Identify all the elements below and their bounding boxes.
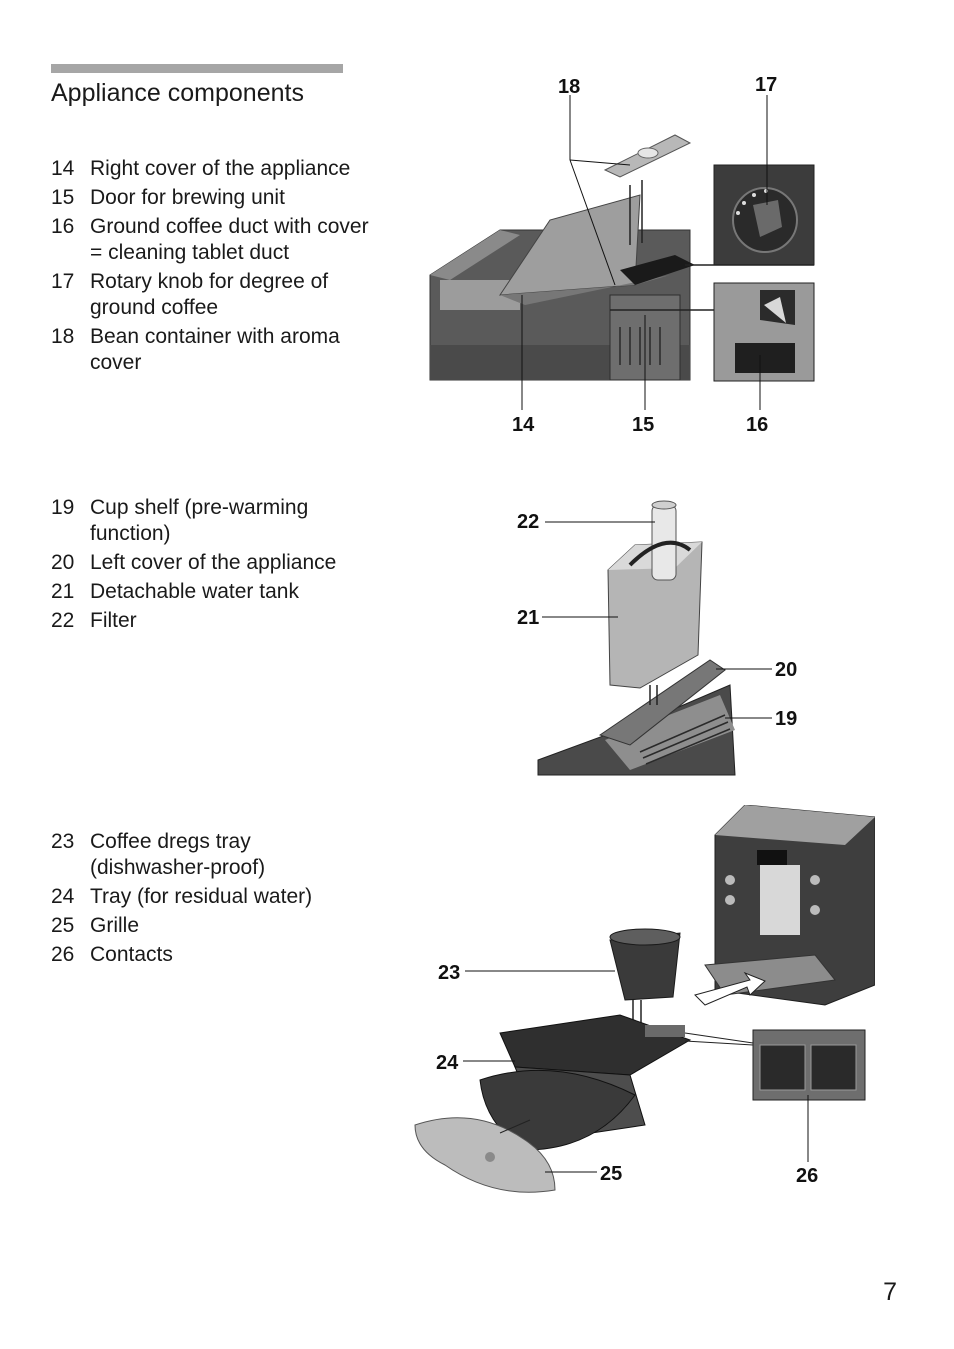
list-item: 22 Filter [51,608,371,634]
figure-water-tank: 22 21 20 19 [510,490,830,800]
item-number: 18 [51,325,75,348]
callout-15: 15 [632,414,654,436]
item-label: Rotary knob for degree of ground coffee [90,270,329,319]
callout-22: 22 [517,511,539,533]
item-label: Door for brewing unit [90,186,285,209]
callout-14: 14 [512,414,535,436]
list-item: 24 Tray (for residual water) [51,884,371,910]
callout-21: 21 [517,607,539,629]
list-item: 18 Bean container with aroma cover [51,324,371,376]
item-label: Detachable water tank [90,580,299,603]
callout-24: 24 [436,1052,459,1074]
list-item: 14 Right cover of the appliance [51,156,371,182]
list-item: 15 Door for brewing unit [51,185,371,211]
section-rule [51,64,343,73]
list-item: 19 Cup shelf (pre-warming function) [51,495,371,547]
components-list-1: 14 Right cover of the appliance 15 Door fo… [51,156,371,379]
figure-dregs-tray: 23 24 25 26 [405,804,876,1210]
list-item: 25 Grille [51,913,371,939]
callout-26: 26 [796,1165,818,1187]
water-tank-illustration: 22 21 20 19 [517,500,797,776]
callout-20: 20 [775,659,797,681]
item-number: 16 [51,215,75,238]
item-number: 17 [51,270,75,293]
item-label: Tray (for residual water) [90,885,313,908]
item-label: Cup shelf (pre-warming function) [90,496,309,545]
appliance-top-illustration: 18 17 14 15 16 [429,74,815,436]
item-number: 19 [51,496,75,519]
components-list-3: 23 Coffee dregs tray (dishwasher-proof) 2… [51,829,371,971]
item-number: 14 [51,157,75,180]
list-item: 23 Coffee dregs tray (dishwasher-proof) [51,829,371,881]
callout-25: 25 [600,1163,622,1185]
callout-19: 19 [775,708,797,730]
item-number: 23 [51,830,75,853]
list-item: 17 Rotary knob for degree of ground coffe… [51,269,371,321]
item-number: 15 [51,186,75,209]
components-list-2: 19 Cup shelf (pre-warming function) 20 Lef… [51,495,371,637]
item-number: 25 [51,914,75,937]
item-label: Bean container with aroma cover [90,325,340,374]
item-number: 21 [51,580,75,603]
list-item: 16 Ground coffee duct with cover = cleani… [51,214,371,266]
callout-17: 17 [755,74,777,96]
list-item: 21 Detachable water tank [51,579,371,605]
item-label: Contacts [90,943,173,966]
item-number: 26 [51,943,75,966]
item-label: Grille [90,914,140,937]
list-item: 26 Contacts [51,942,371,968]
dregs-tray-illustration: 23 24 25 26 [414,804,876,1193]
item-label: Right cover of the appliance [90,157,351,180]
callout-23: 23 [438,962,460,984]
item-label: Coffee dregs tray (dishwasher-proof) [90,830,266,879]
page-number: 7 [883,1278,897,1306]
item-label: Ground coffee duct with cover = cleaning… [90,215,369,264]
item-number: 22 [51,609,75,632]
page-title: Appliance components [51,79,304,107]
item-label: Left cover of the appliance [90,551,337,574]
figure-appliance-top: 18 17 14 15 16 [420,65,890,450]
item-label: Filter [90,609,137,632]
item-number: 24 [51,885,75,908]
list-item: 20 Left cover of the appliance [51,550,371,576]
callout-18: 18 [558,76,580,98]
item-number: 20 [51,551,75,574]
callout-16: 16 [746,414,768,436]
